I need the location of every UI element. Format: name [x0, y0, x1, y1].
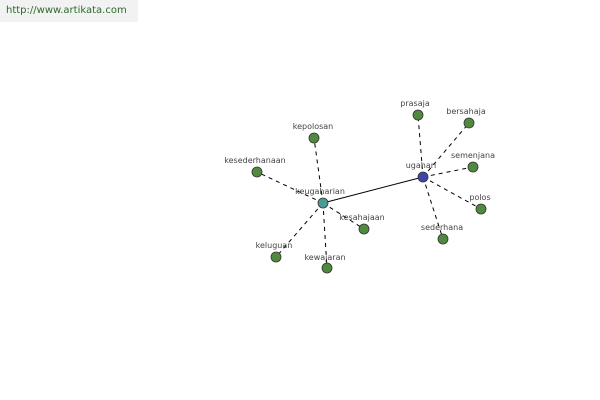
node-label-prasaja[interactable]: prasaja — [400, 99, 430, 108]
node-kepolosan[interactable] — [308, 132, 320, 144]
node-label-bersahaja[interactable]: bersahaja — [446, 107, 486, 116]
node-label-kesederhanaan[interactable]: kesederhanaan — [224, 156, 285, 165]
edge-ugahari-semenjana — [422, 166, 474, 178]
node-polos[interactable] — [475, 203, 487, 215]
node-label-keluguan[interactable]: keluguan — [256, 241, 293, 250]
node-keluguan[interactable] — [270, 251, 282, 263]
node-keugaharian[interactable] — [317, 197, 329, 209]
node-ugahari[interactable] — [417, 171, 429, 183]
nodes-layer — [251, 109, 487, 274]
node-sederhana[interactable] — [437, 233, 449, 245]
edge-ugahari-polos — [422, 176, 482, 210]
url-banner: http://www.artikata.com — [0, 0, 138, 22]
edge-ugahari-prasaja — [417, 114, 424, 178]
edge-keugaharian-kepolosan — [313, 137, 324, 204]
node-label-ugahari[interactable]: ugahari — [406, 161, 437, 170]
edge-keugaharian-keluguan — [275, 202, 324, 258]
edge-keugaharian-ugahari — [322, 176, 424, 204]
node-label-semenjana[interactable]: semenjana — [451, 151, 495, 160]
edge-keugaharian-kewajaran — [322, 202, 328, 269]
node-label-polos[interactable]: polos — [469, 193, 490, 202]
node-kewajaran[interactable] — [321, 262, 333, 274]
edge-ugahari-sederhana — [422, 176, 444, 240]
node-semenjana[interactable] — [467, 161, 479, 173]
edges-layer — [256, 114, 482, 269]
site-link[interactable]: http://www.artikata.com — [6, 5, 127, 16]
edge-ugahari-bersahaja — [422, 122, 470, 178]
node-bersahaja[interactable] — [463, 117, 475, 129]
node-kesahajaan[interactable] — [358, 223, 370, 235]
node-label-sederhana[interactable]: sederhana — [421, 223, 463, 232]
node-label-kesahajaan[interactable]: kesahajaan — [339, 213, 384, 222]
edge-keugaharian-kesahajaan — [322, 202, 365, 230]
node-label-keugaharian[interactable]: keugaharian — [295, 187, 345, 196]
labels-layer: ugahari keugaharian prasaja bersahaja semenj… — [224, 99, 495, 262]
node-label-kewajaran[interactable]: kewajaran — [304, 253, 345, 262]
node-kesederhanaan[interactable] — [251, 166, 263, 178]
node-prasaja[interactable] — [412, 109, 424, 121]
node-label-kepolosan[interactable]: kepolosan — [293, 122, 334, 131]
